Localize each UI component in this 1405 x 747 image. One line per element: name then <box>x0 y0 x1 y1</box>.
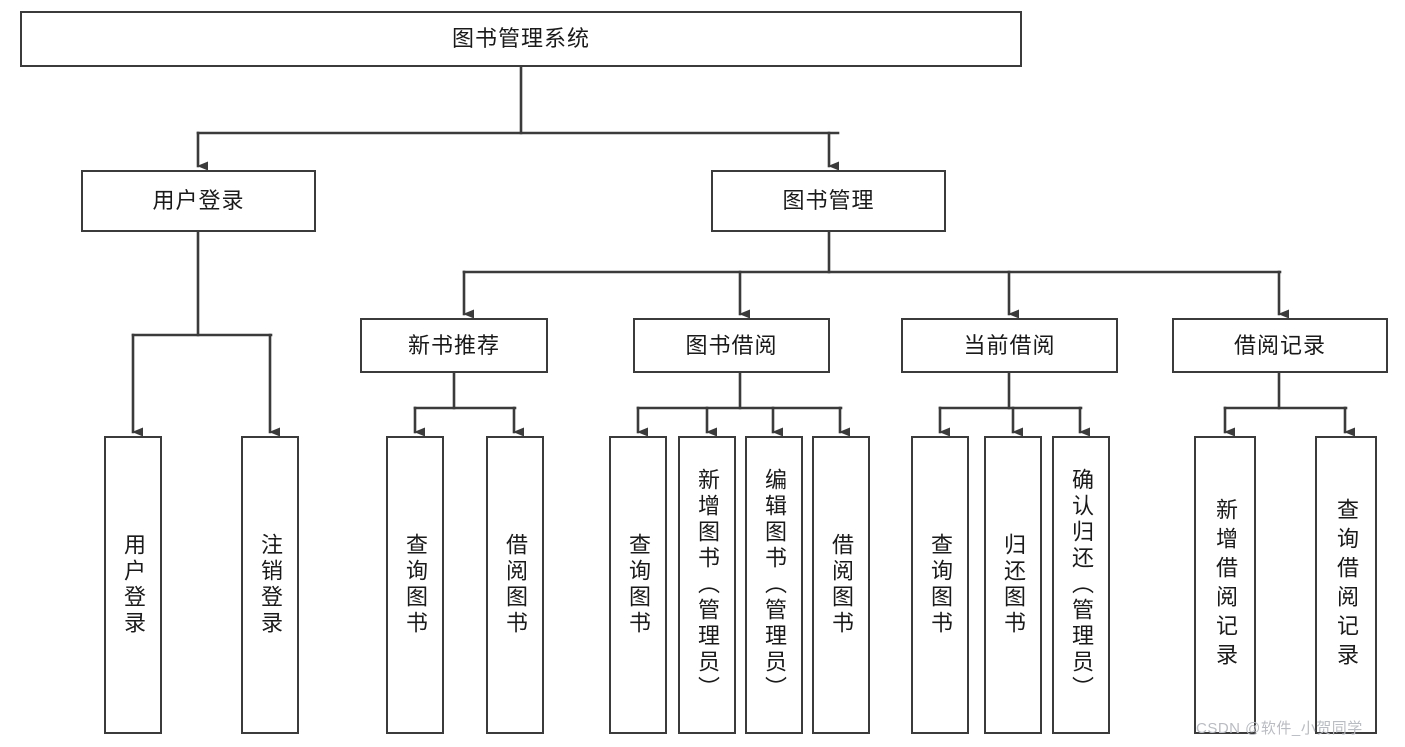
node-leaf-add-record[interactable]: 新增借阅记录 <box>1194 436 1256 734</box>
node-leaf-borrow-book-label: 借阅图书 <box>829 533 854 637</box>
node-leaf-query-record[interactable]: 查询借阅记录 <box>1315 436 1377 734</box>
node-new-book-rec[interactable]: 新书推荐 <box>360 318 548 373</box>
node-leaf-edit-book[interactable]: 编辑图书（管理员） <box>745 436 803 734</box>
node-book-borrow-label: 图书借阅 <box>685 332 778 358</box>
node-leaf-add-book[interactable]: 新增图书（管理员） <box>678 436 736 734</box>
node-leaf-query-book[interactable]: 查询图书 <box>609 436 667 734</box>
node-leaf-borrow-book-rec-label: 借阅图书 <box>503 533 528 637</box>
node-leaf-user-logout[interactable]: 注销登录 <box>241 436 299 734</box>
node-leaf-borrow-book[interactable]: 借阅图书 <box>812 436 870 734</box>
node-new-book-rec-label: 新书推荐 <box>407 332 500 358</box>
node-user-login[interactable]: 用户登录 <box>81 170 316 232</box>
node-book-borrow[interactable]: 图书借阅 <box>633 318 830 373</box>
node-borrow-record[interactable]: 借阅记录 <box>1172 318 1388 373</box>
node-leaf-confirm-return-label: 确认归还（管理员） <box>1069 468 1094 702</box>
node-leaf-query-book-cur[interactable]: 查询图书 <box>911 436 969 734</box>
node-root[interactable]: 图书管理系统 <box>20 11 1022 67</box>
node-leaf-add-book-label: 新增图书（管理员） <box>695 468 720 702</box>
node-leaf-borrow-book-rec[interactable]: 借阅图书 <box>486 436 544 734</box>
csdn-watermark: CSDN @软件_小贺同学 <box>1196 720 1363 737</box>
node-book-manage-label: 图书管理 <box>782 188 875 214</box>
node-leaf-query-book-label: 查询图书 <box>626 533 651 637</box>
node-leaf-user-login[interactable]: 用户登录 <box>104 436 162 734</box>
node-root-label: 图书管理系统 <box>451 26 590 52</box>
node-leaf-user-login-label: 用户登录 <box>121 533 146 637</box>
node-leaf-user-logout-label: 注销登录 <box>258 533 283 637</box>
node-leaf-query-book-cur-label: 查询图书 <box>928 533 953 637</box>
node-leaf-return-book-label: 归还图书 <box>1001 533 1026 637</box>
node-user-login-label: 用户登录 <box>152 188 245 214</box>
node-leaf-return-book[interactable]: 归还图书 <box>984 436 1042 734</box>
node-leaf-query-record-label: 查询借阅记录 <box>1334 498 1359 672</box>
node-leaf-edit-book-label: 编辑图书（管理员） <box>762 468 787 702</box>
node-current-borrow-label: 当前借阅 <box>963 332 1056 358</box>
node-current-borrow[interactable]: 当前借阅 <box>901 318 1118 373</box>
node-leaf-query-book-rec[interactable]: 查询图书 <box>386 436 444 734</box>
node-leaf-confirm-return[interactable]: 确认归还（管理员） <box>1052 436 1110 734</box>
node-leaf-add-record-label: 新增借阅记录 <box>1213 498 1238 672</box>
node-borrow-record-label: 借阅记录 <box>1233 332 1326 358</box>
node-book-manage[interactable]: 图书管理 <box>711 170 946 232</box>
node-leaf-query-book-rec-label: 查询图书 <box>403 533 428 637</box>
